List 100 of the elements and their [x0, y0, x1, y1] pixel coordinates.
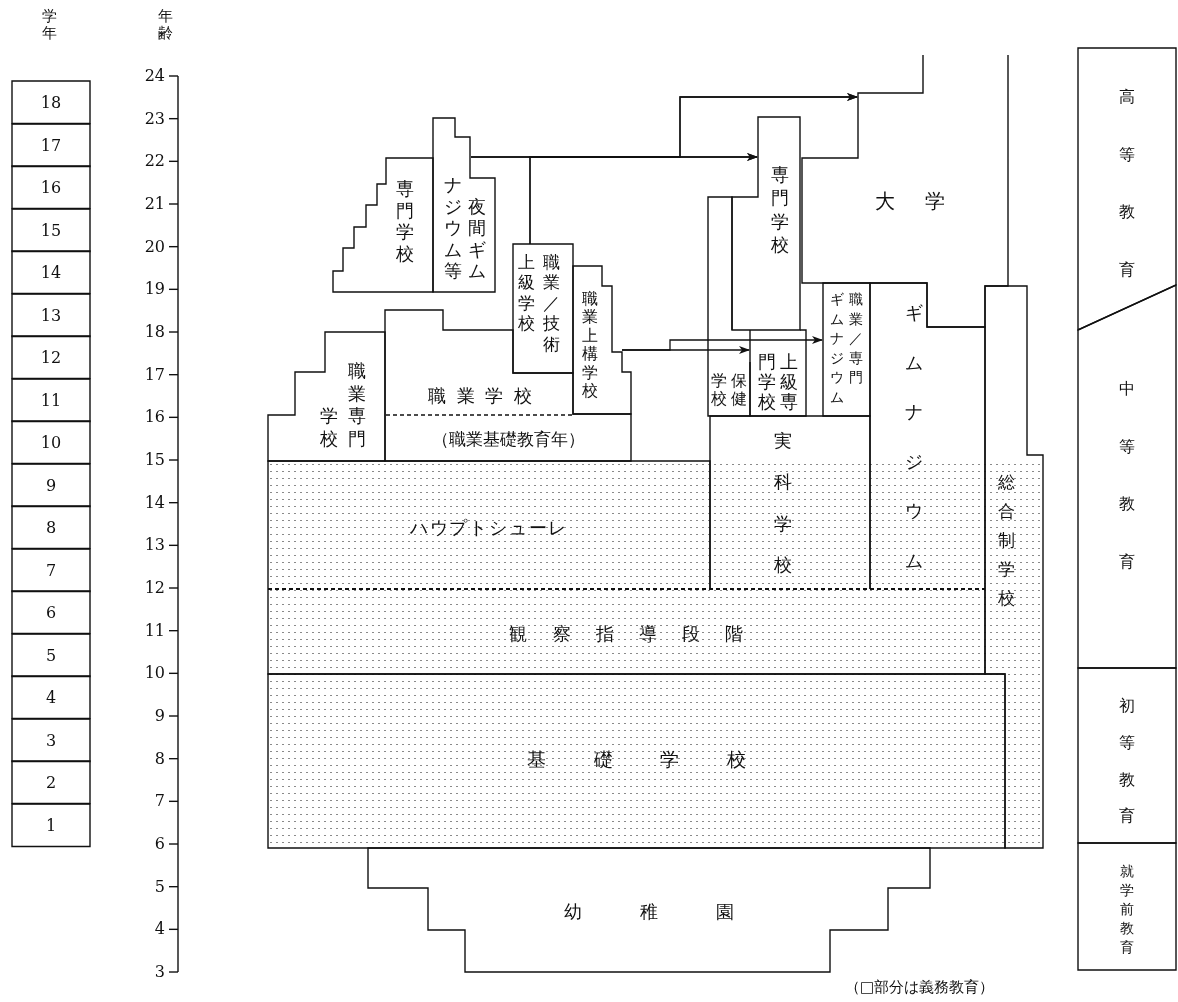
age-number: 10 [143, 664, 165, 683]
school-box [709, 415, 871, 590]
education-level-box [1077, 667, 1177, 844]
school-box [731, 116, 801, 331]
school-box [822, 282, 871, 417]
school-name: 12 [39, 347, 63, 369]
school-name: 基礎学校 [526, 747, 795, 772]
age-number: 8 [153, 749, 165, 768]
grade-box [11, 207, 91, 252]
school-box [332, 157, 434, 293]
age-number: 20 [143, 237, 165, 256]
school-name: 総合制学校 [998, 471, 1015, 610]
school-name: 2 [44, 772, 58, 794]
school-name: 観察指導段階 [508, 622, 770, 646]
school-name: 職業／専門ギムナジウム [830, 290, 863, 407]
school-name: 10 [39, 432, 63, 454]
school-name: 6 [44, 602, 58, 624]
axis-heading: 学年 [42, 8, 57, 41]
age-number: 14 [143, 493, 165, 512]
age-number: 21 [143, 195, 165, 213]
school-name: 保健学校 [711, 372, 747, 409]
school-name: 5 [44, 644, 58, 667]
school-name: （職業基礎教育年） [430, 428, 586, 451]
school-name: 専門学校 [771, 163, 789, 257]
footnote: （□部分は義務教育） [845, 977, 995, 998]
school-name: 上級専門学校 [758, 352, 798, 412]
grade-box [11, 760, 91, 805]
school-name: 3 [44, 729, 58, 752]
age-number: 4 [153, 920, 165, 939]
age-number: 19 [143, 280, 165, 299]
arrow [529, 93, 858, 245]
school-box [267, 673, 1006, 849]
school-name: 幼稚園 [563, 900, 793, 924]
grade-box [11, 250, 91, 295]
education-level-box [1077, 47, 1177, 331]
education-level-box [1077, 284, 1177, 669]
age-number: 17 [143, 365, 165, 384]
school-name: 実科学校 [774, 429, 792, 578]
school-name: 18 [39, 92, 63, 114]
grade-box [11, 802, 91, 847]
grade-box [11, 547, 91, 592]
school-name: 9 [44, 474, 58, 497]
school-name: ギムナジウム [905, 301, 923, 573]
school-name: 初等教育 [1119, 695, 1135, 828]
school-name: 高等教育 [1119, 86, 1135, 281]
age-number: 3 [153, 963, 165, 981]
grade-box [11, 462, 91, 507]
grade-box [11, 377, 91, 422]
school-name: 職業／技術上級学校 [518, 252, 560, 354]
school-box [432, 117, 496, 293]
grade-box [11, 122, 91, 167]
grade-box [11, 335, 91, 380]
school-name: 15 [39, 219, 63, 242]
school-name: 職業専門学校 [320, 360, 366, 450]
school-name: 17 [39, 134, 63, 157]
school-name: 14 [39, 262, 63, 284]
school-name: 13 [39, 304, 63, 327]
age-number: 12 [143, 579, 165, 597]
age-number: 7 [153, 792, 165, 811]
education-level-box [1077, 842, 1177, 971]
grade-box [11, 292, 91, 337]
school-name: 職業上構学校 [582, 290, 598, 401]
school-name: 就学前教育 [1120, 862, 1134, 957]
grade-box [11, 420, 91, 465]
school-box [267, 460, 711, 590]
school-name: 夜間ギムナジウム等 [444, 174, 486, 282]
school-name: 1 [44, 814, 58, 837]
school-name: 専門学校 [396, 178, 414, 265]
age-number: 15 [143, 451, 165, 469]
grade-box [11, 505, 91, 550]
school-name: 中等教育 [1119, 378, 1135, 573]
school-name: 7 [44, 559, 58, 582]
grade-box [11, 632, 91, 677]
age-number: 5 [153, 877, 165, 896]
axis-heading: 年齢 [158, 8, 173, 41]
school-name: 4 [44, 687, 58, 709]
age-number: 16 [143, 408, 165, 427]
arrow [621, 336, 823, 351]
age-number: 6 [153, 835, 165, 853]
school-name: ハウプトシューレ [408, 516, 570, 540]
age-number: 23 [143, 109, 165, 128]
age-number: 9 [153, 707, 165, 725]
grade-box [11, 590, 91, 635]
school-box [267, 331, 386, 462]
school-box [572, 265, 632, 415]
school-name: 16 [39, 177, 63, 199]
school-box [267, 588, 986, 675]
grade-box [11, 717, 91, 762]
age-number: 13 [143, 536, 165, 555]
grade-box [11, 165, 91, 210]
school-name: 大学 [874, 188, 976, 215]
school-name: 8 [44, 517, 58, 539]
age-number: 22 [143, 152, 165, 171]
school-name: 11 [39, 389, 63, 412]
grade-box [11, 80, 91, 125]
kindergarten-box [367, 847, 931, 973]
age-number: 24 [143, 67, 165, 85]
school-box [984, 285, 1044, 849]
school-name: 職業学校 [426, 384, 544, 408]
grade-box [11, 675, 91, 720]
